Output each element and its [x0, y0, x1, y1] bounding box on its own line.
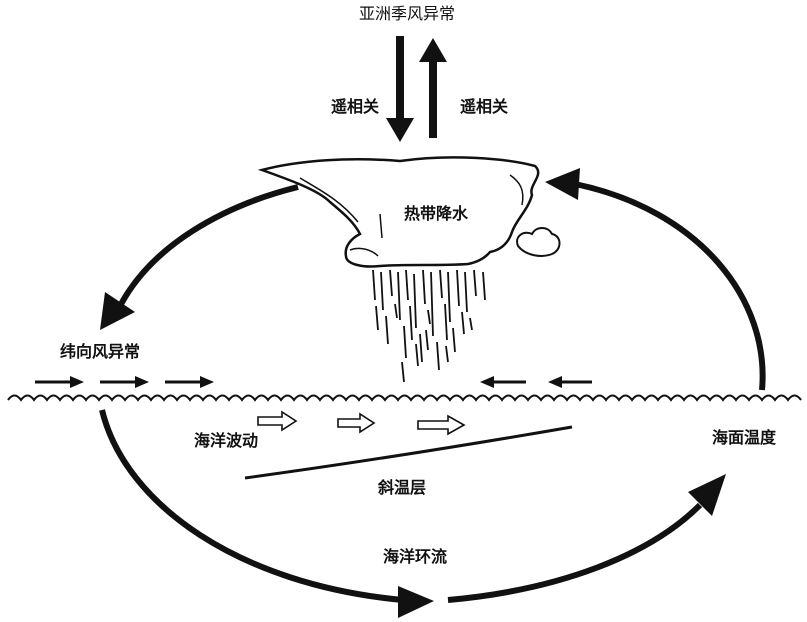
sea-surface-wave — [7, 394, 802, 402]
rain-cloud — [257, 156, 540, 268]
thermocline-line — [244, 425, 573, 480]
small-cloud — [516, 227, 561, 257]
tropical-precipitation-label: 热带降水 — [404, 204, 469, 223]
zonal-wind-arrows-west — [480, 376, 592, 388]
asian-monsoon-label: 亚洲季风异常 — [359, 4, 456, 23]
rain-streaks — [372, 269, 486, 383]
loop-arrow-lower-left — [99, 409, 434, 618]
sea-surface-temperature-label: 海面温度 — [712, 428, 777, 447]
ocean-waves-label: 海洋波动 — [194, 431, 259, 450]
zonal-wind-anomaly-label: 纬向风异常 — [60, 342, 141, 361]
thermocline-label: 斜温层 — [378, 478, 427, 497]
teleconnection-left-label: 遥相关 — [331, 97, 380, 116]
teleconnection-right-label: 遥相关 — [460, 97, 509, 116]
ocean-wave-arrows — [257, 410, 466, 436]
zonal-wind-arrows-east — [35, 376, 214, 388]
loop-arrow-lower-right — [447, 474, 726, 603]
teleconnection-up-arrow — [419, 38, 447, 138]
ocean-circulation-label: 海洋环流 — [383, 547, 448, 566]
loop-arrow-right — [545, 168, 766, 391]
teleconnection-down-arrow — [386, 36, 414, 142]
loop-arrow-upper-left — [100, 184, 299, 330]
teleconnection-arrows — [386, 36, 447, 142]
